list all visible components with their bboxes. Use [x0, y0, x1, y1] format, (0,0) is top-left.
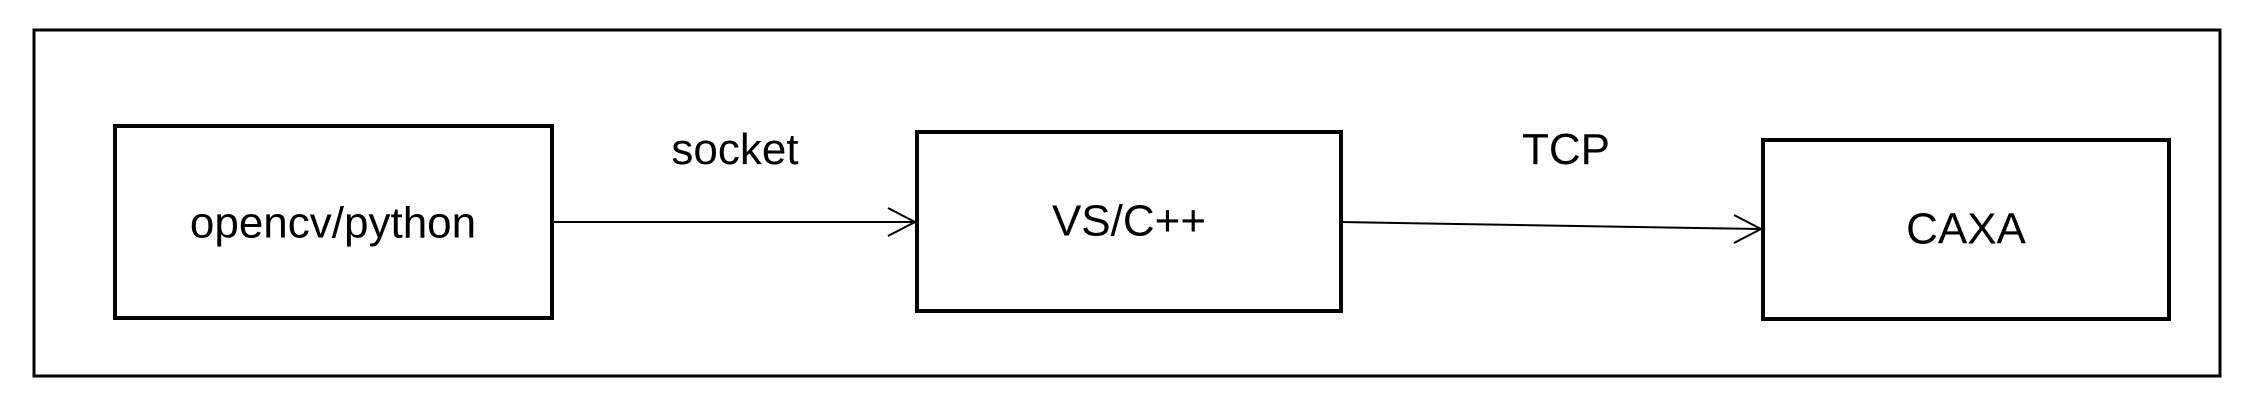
node-caxa-box — [1761, 138, 2171, 321]
edge-vs-to-caxa: TCP — [1340, 125, 1764, 244]
node-opencv-python: opencv/python — [113, 124, 554, 320]
edge-vs-to-caxa-line — [1340, 221, 1760, 230]
edge-opencv-to-vs-label: socket — [671, 125, 798, 174]
node-opencv-python-label: opencv/python — [190, 199, 476, 248]
edge-vs-to-caxa-label: TCP — [1522, 125, 1610, 174]
edge-opencv-to-vs: socket — [552, 125, 918, 237]
outer-frame — [32, 28, 2222, 378]
node-caxa-label: CAXA — [1906, 205, 2026, 254]
edge-opencv-to-vs-arrowhead — [887, 207, 918, 237]
node-vs-cpp-label: VS/C++ — [1052, 197, 1206, 246]
node-vs-cpp-box — [915, 130, 1343, 313]
node-caxa: CAXA — [1761, 138, 2171, 321]
node-vs-cpp: VS/C++ — [915, 130, 1343, 313]
edge-vs-to-caxa-arrowhead — [1733, 214, 1764, 244]
